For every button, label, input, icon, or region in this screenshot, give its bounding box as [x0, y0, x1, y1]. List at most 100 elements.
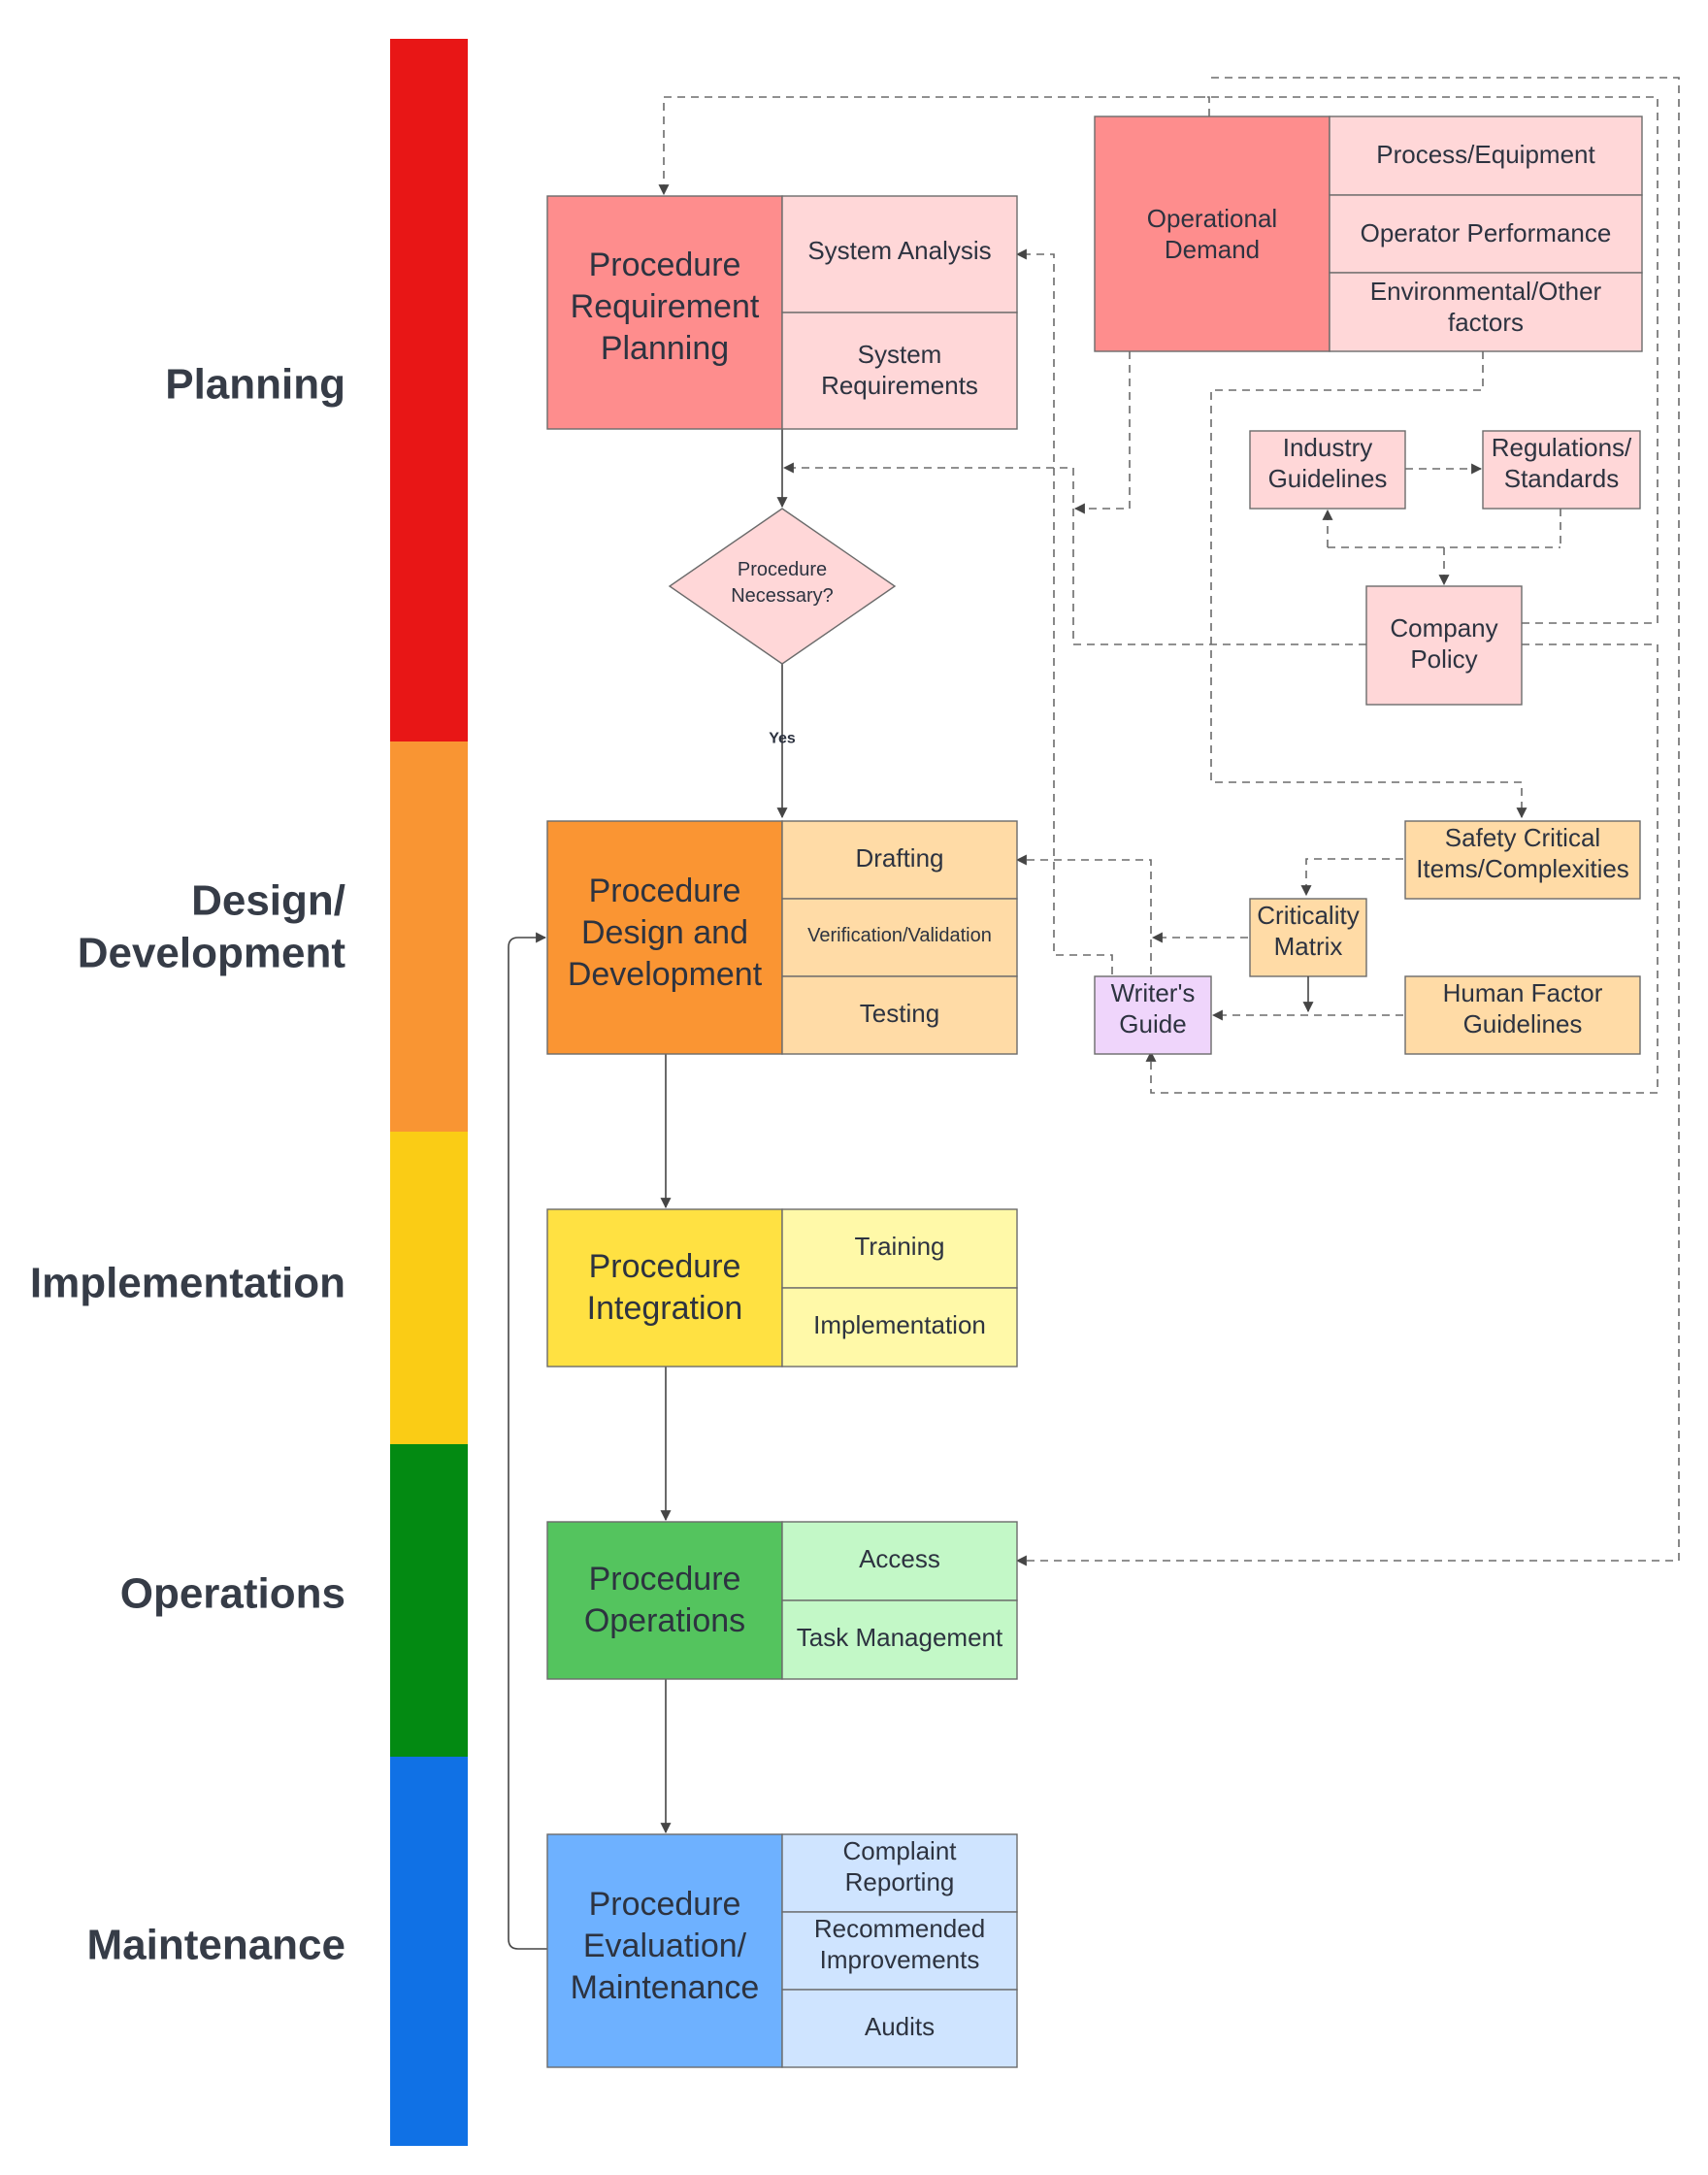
- industry-guidelines-line-2: Guidelines: [1268, 464, 1388, 493]
- human-factor-line-2: Guidelines: [1463, 1009, 1583, 1038]
- phase-label-development: Development: [78, 930, 346, 977]
- connector-policy-to-top: [1201, 96, 1659, 624]
- item-implementation-label: Implementation: [813, 1310, 986, 1339]
- safety-critical-line-2: Items/Complexities: [1416, 854, 1629, 883]
- item-testing: [781, 975, 1018, 1055]
- connector-maintenance-loop: [508, 932, 547, 1950]
- item-drafting-label: Drafting: [855, 843, 943, 873]
- criticality-matrix-box: [1249, 898, 1367, 977]
- stage-procedure-operations: Procedure Operations Access Task Managem…: [546, 1521, 1018, 1680]
- phase-segment-planning: [390, 39, 468, 741]
- integration-title-line-1: Procedure: [589, 1248, 741, 1285]
- regulations-standards-line-2: Standards: [1504, 464, 1620, 493]
- connector-policy-to-writers-guide: [1145, 643, 1659, 1094]
- decision-line-1: Procedure: [738, 559, 827, 580]
- operations-title-line-2: Operations: [584, 1602, 745, 1639]
- connector-guidelines-merge: [1328, 509, 1561, 548]
- phase-label-maintenance: Maintenance: [86, 1922, 345, 1969]
- stage-procedure-evaluation-maintenance: Procedure Evaluation/ Maintenance Compla…: [546, 1833, 1018, 2068]
- item-operator-performance: [1329, 194, 1643, 274]
- item-system-requirements-line-2: Requirements: [821, 371, 978, 400]
- dashed-connectors: [658, 77, 1680, 1566]
- item-system-analysis-label: System Analysis: [807, 236, 991, 265]
- phase-segment-design: [390, 741, 468, 1132]
- item-training-label: Training: [855, 1232, 945, 1261]
- item-access: [781, 1521, 1018, 1601]
- design-title-line-1: Procedure: [589, 873, 741, 909]
- item-system-analysis: [781, 195, 1018, 313]
- item-verification-validation: [781, 898, 1018, 977]
- connector-policy-to-flow: [782, 462, 1366, 645]
- operations-title-box: [546, 1521, 783, 1680]
- writers-guide-line-2: Guide: [1119, 1009, 1186, 1038]
- phase-label-operations: Operations: [120, 1570, 345, 1618]
- decision-procedure-necessary: [668, 508, 897, 665]
- item-recommended-improvements-line-2: Improvements: [820, 1945, 980, 1974]
- design-title-line-2: Design and: [581, 914, 748, 951]
- planning-title-line-3: Planning: [601, 330, 729, 367]
- item-implementation: [781, 1287, 1018, 1368]
- phase-segment-implementation: [390, 1132, 468, 1444]
- writers-guide-line-1: Writer's: [1111, 978, 1196, 1007]
- company-policy-line-1: Company: [1390, 613, 1497, 643]
- decision-line-2: Necessary?: [731, 585, 834, 607]
- criticality-matrix-line-1: Criticality: [1257, 901, 1359, 930]
- item-environmental-factors: [1329, 272, 1643, 352]
- phase-segment-maintenance: [390, 1757, 468, 2146]
- integration-title-box: [546, 1208, 783, 1368]
- phase-label-planning: Planning: [165, 361, 345, 409]
- item-audits-label: Audits: [865, 2012, 935, 2041]
- maintenance-title-line-2: Evaluation/: [583, 1928, 747, 1964]
- item-drafting: [781, 820, 1018, 900]
- item-task-management-label: Task Management: [797, 1623, 1003, 1652]
- operational-demand-title-box: [1094, 115, 1330, 352]
- connector-factors-to-safety: [1210, 351, 1527, 819]
- operations-title-line-1: Procedure: [589, 1561, 741, 1598]
- stage-procedure-requirement-planning: Procedure Requirement Planning System An…: [546, 195, 1018, 430]
- criticality-matrix-line-2: Matrix: [1274, 932, 1343, 961]
- item-recommended-improvements-line-1: Recommended: [814, 1914, 985, 1943]
- item-complaint-reporting-line-1: Complaint: [842, 1836, 957, 1865]
- safety-critical-line-1: Safety Critical: [1445, 823, 1600, 852]
- maintenance-title-line-1: Procedure: [589, 1886, 741, 1923]
- solid-connectors: [508, 429, 788, 1950]
- item-access-label: Access: [859, 1544, 940, 1573]
- item-complaint-reporting-line-2: Reporting: [845, 1867, 955, 1896]
- item-operator-performance-label: Operator Performance: [1361, 218, 1612, 247]
- company-policy-line-2: Policy: [1410, 644, 1477, 674]
- phase-bar: [390, 39, 468, 2146]
- item-recommended-improvements: [781, 1911, 1018, 1991]
- item-testing-label: Testing: [860, 999, 939, 1028]
- item-system-requirements-line-1: System: [858, 340, 942, 369]
- regulations-standards-box: [1482, 430, 1641, 510]
- writers-guide-box: [1094, 975, 1212, 1055]
- item-process-equipment-label: Process/Equipment: [1376, 140, 1595, 169]
- maintenance-title-line-3: Maintenance: [571, 1969, 760, 2006]
- company-policy-box: [1365, 585, 1523, 706]
- connector-demand-to-planning: [658, 96, 1210, 196]
- item-process-equipment: [1329, 115, 1643, 196]
- industry-guidelines-box: [1249, 430, 1406, 510]
- phase-label-implementation: Implementation: [30, 1260, 345, 1307]
- operational-demand-line-2: Demand: [1165, 235, 1260, 264]
- design-title-box: [546, 820, 783, 1055]
- maintenance-title-box: [546, 1833, 783, 2068]
- item-verification-validation-label: Verification/Validation: [807, 925, 992, 946]
- phase-segment-operations: [390, 1444, 468, 1757]
- phase-label-design: Design/: [191, 877, 345, 925]
- connector-guide-to-system-analysis: [1015, 248, 1113, 974]
- connector-safety-to-criticality: [1300, 858, 1403, 897]
- decision-yes-label: Yes: [769, 731, 796, 747]
- operational-demand-line-1: Operational: [1147, 204, 1277, 233]
- human-factor-line-1: Human Factor: [1443, 978, 1603, 1007]
- connector-demand-to-access: [1015, 77, 1680, 1566]
- planning-title-box: [546, 195, 783, 430]
- stage-procedure-design-development: Procedure Design and Development Draftin…: [546, 820, 1018, 1055]
- industry-guidelines-line-1: Industry: [1283, 433, 1373, 462]
- item-system-requirements: [781, 312, 1018, 430]
- connector-demand-to-flow: [1073, 351, 1131, 514]
- regulations-standards-line-1: Regulations/: [1492, 433, 1632, 462]
- item-complaint-reporting: [781, 1833, 1018, 1913]
- item-environmental-factors-line-1: Environmental/Other: [1370, 277, 1602, 306]
